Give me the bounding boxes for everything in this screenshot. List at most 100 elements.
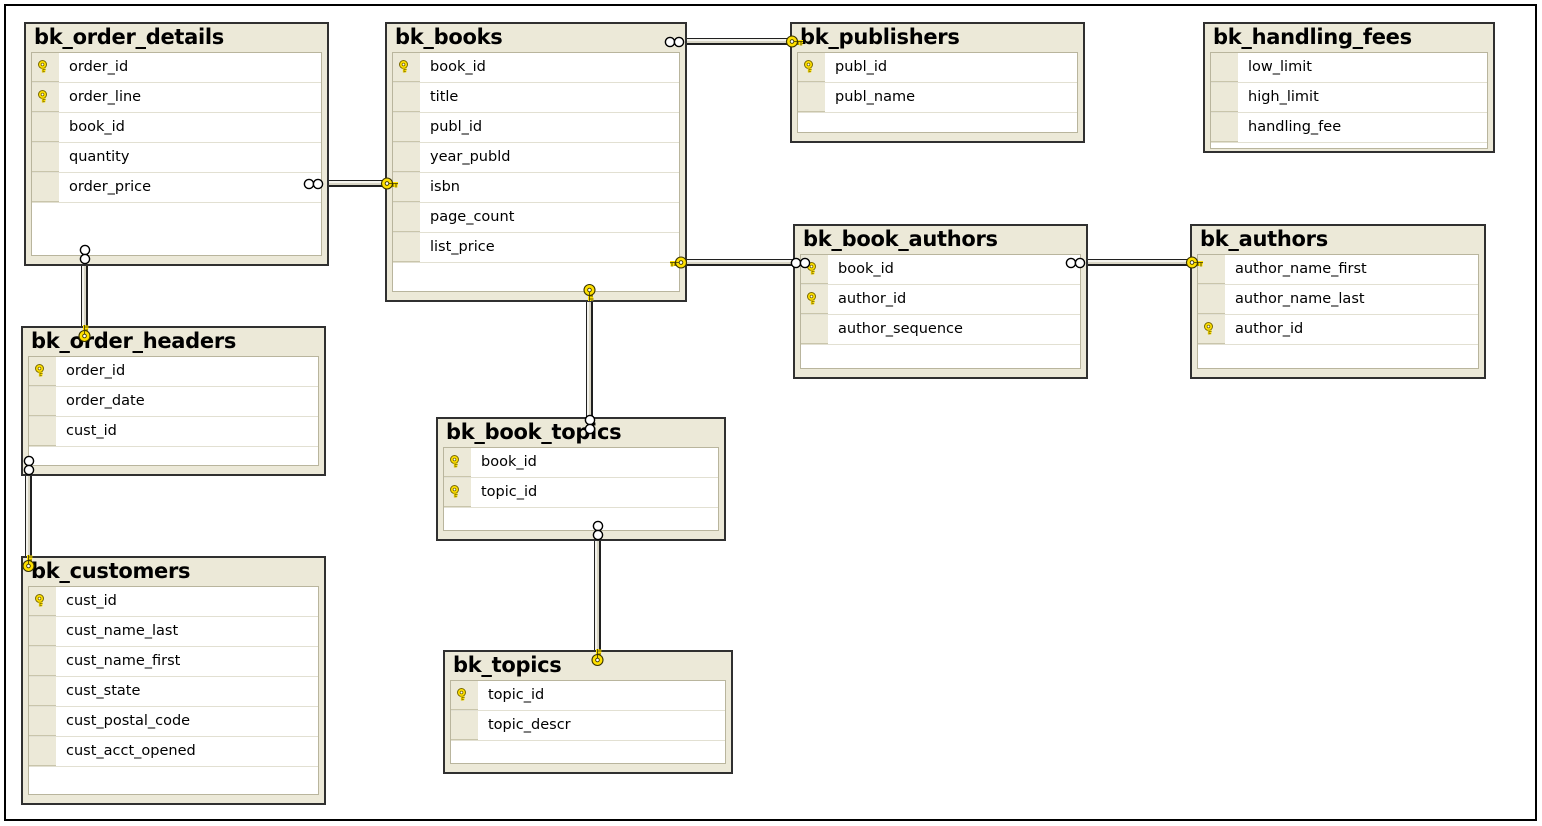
attribute-row[interactable]: cust_name_first xyxy=(29,646,318,677)
attribute-list: author_name_first author_name_last author_… xyxy=(1197,253,1479,345)
primary-key-icon xyxy=(29,356,56,386)
attribute-row-primary-key[interactable]: topic_id xyxy=(451,680,725,711)
attribute-gutter xyxy=(393,232,420,262)
attribute-row[interactable]: order_date xyxy=(29,386,318,417)
relationship-rel-book-topics-topics[interactable] xyxy=(594,539,601,650)
attribute-gutter xyxy=(393,202,420,232)
relationship-rel-books-publishers[interactable] xyxy=(683,38,790,45)
attribute-row[interactable]: high_limit xyxy=(1211,82,1487,113)
attribute-gutter xyxy=(451,710,478,740)
attribute-row[interactable]: isbn xyxy=(393,172,679,203)
attribute-row-primary-key[interactable]: book_id xyxy=(444,447,718,478)
attribute-row[interactable]: publ_name xyxy=(798,82,1077,113)
attribute-row[interactable]: order_price xyxy=(32,172,321,203)
attribute-row[interactable]: cust_name_last xyxy=(29,616,318,647)
attribute-list-empty-area[interactable] xyxy=(450,740,726,764)
relationship-rel-order-headers-customers[interactable] xyxy=(25,474,32,556)
attribute-name: low_limit xyxy=(1248,59,1312,76)
attribute-list-empty-area[interactable] xyxy=(31,202,322,256)
attribute-row[interactable]: low_limit xyxy=(1211,52,1487,83)
primary-key-icon xyxy=(32,82,59,112)
attribute-list-empty-area[interactable] xyxy=(443,507,719,531)
attribute-name: order_line xyxy=(69,89,142,106)
attribute-row-primary-key[interactable]: book_id xyxy=(801,254,1080,285)
key-icon xyxy=(38,90,53,103)
cardinality-many-icon xyxy=(303,177,325,191)
attribute-row[interactable]: cust_postal_code xyxy=(29,706,318,737)
attribute-row[interactable]: cust_id xyxy=(29,416,318,447)
attribute-row[interactable]: book_id xyxy=(32,112,321,143)
key-icon xyxy=(38,60,53,73)
attribute-row-primary-key[interactable]: author_id xyxy=(801,284,1080,315)
attribute-row-primary-key[interactable]: author_id xyxy=(1198,314,1478,345)
attribute-list-empty-area[interactable] xyxy=(28,446,319,466)
attribute-row[interactable]: author_name_last xyxy=(1198,284,1478,315)
attribute-name: cust_state xyxy=(66,683,141,700)
relationship-rel-order-details-books[interactable] xyxy=(322,180,385,187)
attribute-name: title xyxy=(430,89,459,106)
attribute-row[interactable]: list_price xyxy=(393,232,679,263)
attribute-row-primary-key[interactable]: book_id xyxy=(393,52,679,83)
attribute-row-primary-key[interactable]: order_id xyxy=(32,52,321,83)
attribute-list-empty-area[interactable] xyxy=(1197,344,1479,369)
attribute-row-primary-key[interactable]: publ_id xyxy=(798,52,1077,83)
attribute-row[interactable]: quantity xyxy=(32,142,321,173)
relationship-rel-books-book-authors[interactable] xyxy=(683,259,793,266)
key-icon xyxy=(450,455,465,468)
relationship-rel-order-details-order-headers[interactable] xyxy=(81,263,88,326)
relationship-rel-books-book-topics[interactable] xyxy=(586,300,593,417)
attribute-row-primary-key[interactable]: order_line xyxy=(32,82,321,113)
attribute-row[interactable]: title xyxy=(393,82,679,113)
attribute-row[interactable]: page_count xyxy=(393,202,679,233)
attribute-name: order_price xyxy=(69,179,152,196)
attribute-name: publ_id xyxy=(430,119,483,136)
entity-title: bk_topics xyxy=(453,653,562,677)
attribute-name: order_id xyxy=(69,59,129,76)
entity-title: bk_publishers xyxy=(800,25,960,49)
relationship-rel-book-authors-authors[interactable] xyxy=(1084,259,1190,266)
attribute-name: cust_acct_opened xyxy=(66,743,196,760)
primary-key-icon xyxy=(1198,314,1225,344)
attribute-row[interactable]: cust_acct_opened xyxy=(29,736,318,767)
primary-key-icon xyxy=(444,447,471,477)
attribute-name: author_sequence xyxy=(838,321,963,338)
attribute-list-empty-area[interactable] xyxy=(28,766,319,795)
attribute-row[interactable]: cust_state xyxy=(29,676,318,707)
attribute-list-empty-area[interactable] xyxy=(797,112,1078,133)
key-icon xyxy=(804,60,819,73)
attribute-gutter xyxy=(1198,284,1225,314)
attribute-row[interactable]: topic_descr xyxy=(451,710,725,741)
key-icon xyxy=(35,364,50,377)
attribute-gutter xyxy=(1198,254,1225,284)
attribute-row-primary-key[interactable]: order_id xyxy=(29,356,318,387)
attribute-row-primary-key[interactable]: cust_id xyxy=(29,586,318,617)
attribute-row[interactable]: author_name_first xyxy=(1198,254,1478,285)
attribute-row[interactable]: author_sequence xyxy=(801,314,1080,345)
attribute-row[interactable]: handling_fee xyxy=(1211,112,1487,143)
cardinality-one-icon xyxy=(1185,255,1207,270)
attribute-row-primary-key[interactable]: topic_id xyxy=(444,477,718,508)
attribute-list-empty-area[interactable] xyxy=(1210,142,1488,149)
attribute-row[interactable]: year_publd xyxy=(393,142,679,173)
key-icon xyxy=(35,594,50,607)
attribute-list-empty-area[interactable] xyxy=(800,344,1081,369)
attribute-name: isbn xyxy=(430,179,460,196)
attribute-name: author_name_last xyxy=(1235,291,1365,308)
attribute-row[interactable]: publ_id xyxy=(393,112,679,143)
attribute-list-empty-area[interactable] xyxy=(392,262,680,292)
attribute-gutter xyxy=(1211,82,1238,112)
